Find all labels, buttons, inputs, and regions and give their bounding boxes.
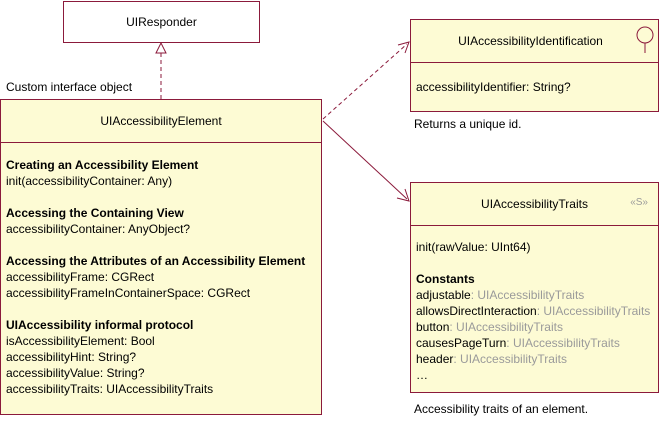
protocol-divider bbox=[411, 62, 658, 63]
ellipsis: … bbox=[416, 368, 428, 382]
member-line: accessibilityFrame: CGRect bbox=[6, 270, 155, 284]
accessibility-traits-struct[interactable]: UIAccessibilityTraits «S» init(rawValue:… bbox=[410, 182, 659, 393]
constant-type: : UIAccessibilityTraits bbox=[536, 304, 651, 318]
constant-line: allowsDirectInteraction: UIAccessibility… bbox=[416, 303, 654, 319]
member-line: accessibilityHint: String? bbox=[6, 350, 137, 364]
uiresponder-class[interactable]: UIResponder bbox=[63, 1, 260, 43]
member-line: accessibilityContainer: AnyObject? bbox=[6, 222, 191, 236]
constant-name: adjustable bbox=[416, 288, 471, 302]
association-arrowhead bbox=[396, 188, 410, 202]
dependency-edge-identification bbox=[322, 43, 408, 120]
custom-interface-label: Custom interface object bbox=[6, 80, 133, 94]
constant-name: allowsDirectInteraction bbox=[416, 304, 537, 318]
section-heading: Accessing the Attributes of an Accessibi… bbox=[6, 254, 306, 268]
realization-arrowhead bbox=[155, 41, 167, 54]
constant-line: button: UIAccessibilityTraits bbox=[416, 319, 654, 335]
constant-type: : UIAccessibilityTraits bbox=[453, 352, 567, 366]
constant-line: header: UIAccessibilityTraits bbox=[416, 351, 654, 367]
accessibility-identification-protocol[interactable]: UIAccessibilityIdentification accessibil… bbox=[410, 19, 659, 112]
traits-note: Accessibility traits of an element. bbox=[414, 402, 589, 416]
member-line: init(accessibilityContainer: Any) bbox=[6, 174, 173, 188]
identification-title: UIAccessibilityIdentification bbox=[458, 34, 603, 48]
constant-name: button bbox=[416, 320, 450, 334]
constant-type: : UIAccessibilityTraits bbox=[470, 288, 585, 302]
section-heading: UIAccessibility informal protocol bbox=[6, 318, 194, 332]
accessibility-element-class[interactable]: UIAccessibilityElement Creating an Acces… bbox=[0, 99, 322, 415]
identification-note: Returns a unique id. bbox=[414, 117, 522, 131]
accessibility-element-members: Creating an Accessibility Element init(a… bbox=[6, 157, 317, 397]
member-line: isAccessibilityElement: Bool bbox=[6, 334, 155, 348]
traits-members: init(rawValue: UInt64) Constants adjusta… bbox=[416, 239, 654, 383]
member-line: accessibilityValue: String? bbox=[6, 366, 145, 380]
interface-lollipop-icon bbox=[636, 26, 654, 53]
association-edge-traits bbox=[322, 120, 408, 200]
section-heading: Accessing the Containing View bbox=[6, 206, 184, 220]
struct-stereotype-badge: «S» bbox=[630, 197, 648, 208]
constant-line: causesPageTurn: UIAccessibilityTraits bbox=[416, 335, 654, 351]
init-line: init(rawValue: UInt64) bbox=[416, 240, 531, 254]
constant-name: header bbox=[416, 352, 454, 366]
constants-heading: Constants bbox=[416, 272, 475, 286]
member-line: accessibilityFrameInContainerSpace: CGRe… bbox=[6, 286, 251, 300]
constant-name: causesPageTurn bbox=[416, 336, 507, 350]
traits-title: UIAccessibilityTraits bbox=[481, 197, 588, 211]
member-line: accessibilityTraits: UIAccessibilityTrai… bbox=[6, 382, 214, 396]
dependency-arrowhead bbox=[397, 41, 410, 54]
constant-type: : UIAccessibilityTraits bbox=[506, 336, 620, 350]
constant-line: adjustable: UIAccessibilityTraits bbox=[416, 287, 654, 303]
section-heading: Creating an Accessibility Element bbox=[6, 158, 199, 172]
identification-member: accessibilityIdentifier: String? bbox=[416, 80, 571, 94]
constant-type: : UIAccessibilityTraits bbox=[449, 320, 563, 334]
accessibility-element-title: UIAccessibilityElement bbox=[100, 114, 222, 128]
uiresponder-title: UIResponder bbox=[126, 15, 197, 29]
class-divider bbox=[1, 142, 321, 143]
struct-divider bbox=[411, 225, 658, 226]
